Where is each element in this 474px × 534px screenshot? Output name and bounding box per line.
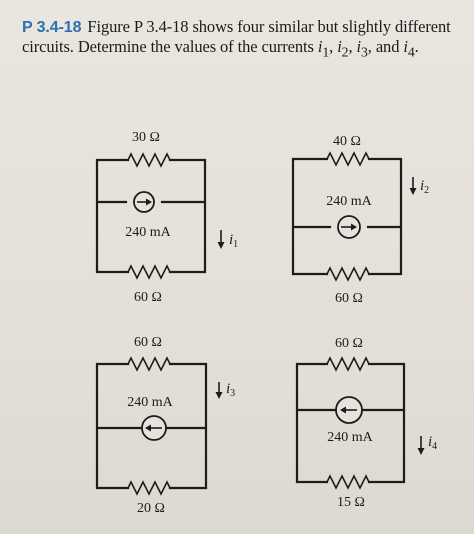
var-i3-sub: 3 [361,44,368,60]
circuit-a-top-resistor [127,152,171,168]
var-i1-sub: 1 [322,44,330,60]
var-i4-sub: 4 [407,44,415,60]
var-i1: i [317,37,323,56]
var-i4: i [403,37,408,56]
circuit-a-top-resistor-label: 30 Ω [132,130,160,145]
problem-number: P 3.4-18 [22,19,82,36]
circuit-d-current-label: i4 [428,434,437,452]
circuit-b-top-resistor-label: 40 Ω [333,134,361,149]
circuit-d-current-arrow-down-icon [417,436,425,455]
problem-text-body: Figure P 3.4-18 shows four similar but s… [22,17,451,56]
circuit-a-current-arrow-down-icon [217,230,225,249]
circuit-d-source-label: 240 mA [327,430,373,445]
circuit-d-top-resistor-label: 60 Ω [335,336,363,351]
circuit-c-current-label: i3 [226,381,235,399]
circuit-b: 40 Ω 240 mA 60 Ω i2 [291,134,429,306]
circuit-d-bottom-resistor [326,474,370,490]
circuit-c-bottom-resistor [127,480,171,496]
circuit-b-source-label: 240 mA [326,194,372,209]
circuit-d: 60 Ω 240 mA 15 Ω i4 [295,336,437,510]
circuit-c-source-label: 240 mA [127,395,173,410]
circuit-b-frame [291,157,403,276]
problem-text: Figure P 3.4-18 shows four similar but s… [22,17,451,60]
circuit-a-frame [95,158,207,274]
circuit-d-frame [295,362,406,484]
circuit-a-current-label: i1 [229,232,238,250]
circuit-c-source-arrow-left-icon [145,424,162,432]
circuit-b-top-resistor [326,151,370,167]
circuit-c-top-resistor [127,356,171,372]
circuit-b-source-arrow-right-icon [341,223,357,231]
circuit-d-top-resistor [326,356,370,372]
var-i2: i [337,37,342,56]
circuit-b-bottom-resistor-label: 60 Ω [335,291,363,306]
circuit-b-current-label: i2 [420,178,429,196]
circuit-b-current-arrow-down-icon [409,177,417,195]
sep-1: , [329,37,338,56]
circuit-a-bottom-resistor-label: 60 Ω [134,290,162,305]
circuit-c: 60 Ω 240 mA 20 Ω i3 [95,335,235,516]
end-period: . [414,37,419,56]
circuit-c-bottom-resistor-label: 20 Ω [137,501,165,516]
circuit-a-bottom-resistor [127,264,171,280]
circuit-a: 30 Ω 240 mA 60 Ω i1 [95,130,238,305]
var-i3: i [356,37,362,56]
circuit-a-source-arrow-right-icon [137,198,152,206]
circuit-d-bottom-resistor-label: 15 Ω [337,495,365,510]
circuit-d-source-arrow-left-icon [340,406,357,414]
sep-3: , and [367,37,404,56]
var-i2-sub: 2 [341,44,349,60]
circuit-b-bottom-resistor [326,266,370,282]
circuit-a-source-label: 240 mA [125,225,171,240]
sep-2: , [348,37,357,56]
circuit-c-top-resistor-label: 60 Ω [134,335,162,350]
circuit-c-frame [95,362,208,490]
circuit-c-current-arrow-down-icon [215,382,223,399]
